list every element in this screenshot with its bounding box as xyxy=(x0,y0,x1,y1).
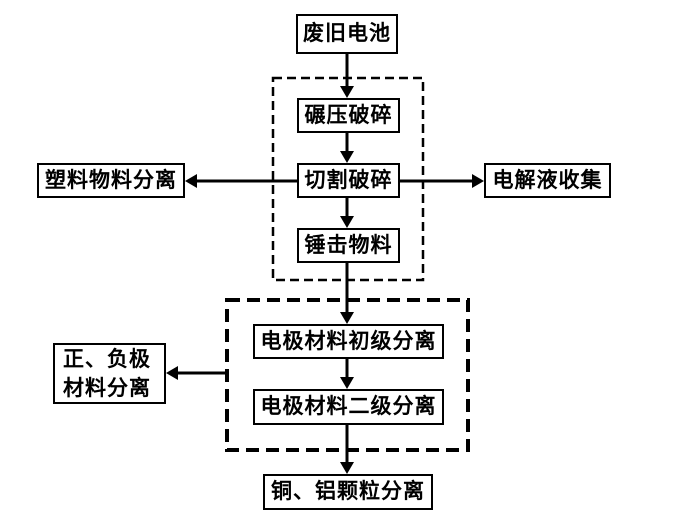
arrow-hammer-to-primary-separation xyxy=(340,263,354,324)
arrowhead-down-icon xyxy=(340,151,354,163)
arrowhead-down-icon xyxy=(340,86,354,98)
node-roll-crushing: 碾压破碎 xyxy=(297,98,400,133)
arrowhead-right-icon xyxy=(472,174,484,188)
arrowhead-down-icon xyxy=(340,377,354,389)
arrowhead-down-icon xyxy=(340,312,354,324)
arrowhead-left-icon xyxy=(185,174,197,188)
arrowhead-down-icon xyxy=(340,216,354,228)
arrowhead-left-icon xyxy=(166,366,178,380)
arrow-stage-to-posneg-separation xyxy=(166,366,227,380)
arrow-cut-to-hammer xyxy=(340,198,354,228)
arrow-roll-to-cut-crush xyxy=(340,133,354,163)
node-electrode-primary-separation: 电极材料初级分离 xyxy=(253,324,444,359)
arrow-secondary-to-cual-separation xyxy=(340,425,354,474)
node-pos-neg-line2: 材料分离 xyxy=(63,375,151,400)
node-pos-neg-material-separation: 正、负极 材料分离 xyxy=(53,343,166,404)
node-pos-neg-line1: 正、负极 xyxy=(63,347,151,372)
arrow-cut-to-electrolyte-collection xyxy=(400,174,484,188)
node-cu-al-particle-separation: 铜、铝颗粒分离 xyxy=(263,474,433,510)
arrow-cut-to-plastic-separation xyxy=(185,174,297,188)
arrow-waste-to-roll-crush xyxy=(340,54,354,98)
arrow-primary-to-secondary-separation xyxy=(340,359,354,389)
node-electrolyte-collection: 电解液收集 xyxy=(484,163,611,198)
node-plastic-material-separation: 塑料物料分离 xyxy=(37,163,185,198)
node-hammer-material: 锤击物料 xyxy=(297,228,400,263)
node-electrode-secondary-separation: 电极材料二级分离 xyxy=(253,389,444,425)
node-waste-battery: 废旧电池 xyxy=(296,14,398,54)
node-cutting-crushing: 切割破碎 xyxy=(297,163,400,198)
arrowhead-down-icon xyxy=(340,462,354,474)
